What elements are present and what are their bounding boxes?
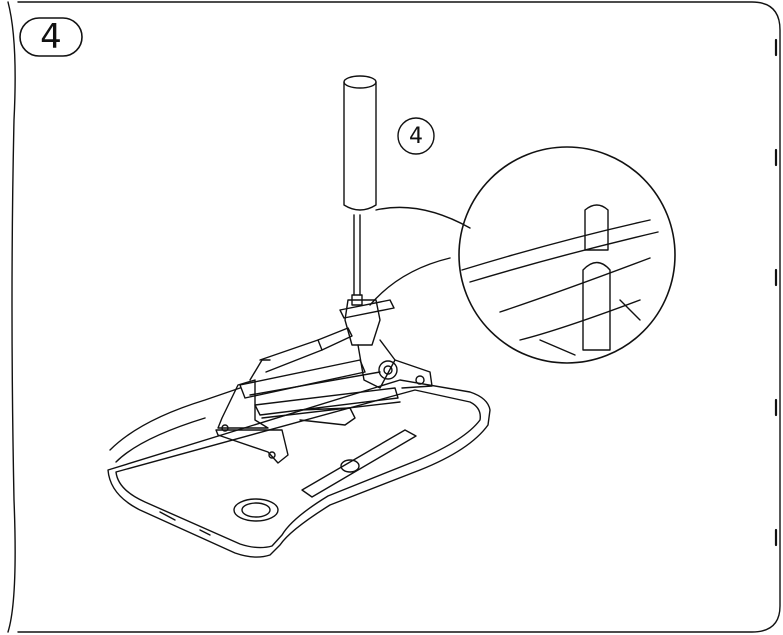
base-plate (107, 379, 491, 558)
callout-badge (397, 117, 435, 155)
mounting-bracket (215, 379, 356, 464)
leader-line (369, 257, 451, 306)
gas-spring-mechanism (259, 299, 433, 389)
panel-left-brace (7, 1, 16, 633)
magnified-detail (458, 146, 676, 364)
leader-line (375, 206, 471, 229)
screwdriver (343, 75, 377, 306)
step-badge (19, 17, 83, 57)
panel-frame (17, 1, 781, 633)
lever-arms (239, 359, 401, 419)
